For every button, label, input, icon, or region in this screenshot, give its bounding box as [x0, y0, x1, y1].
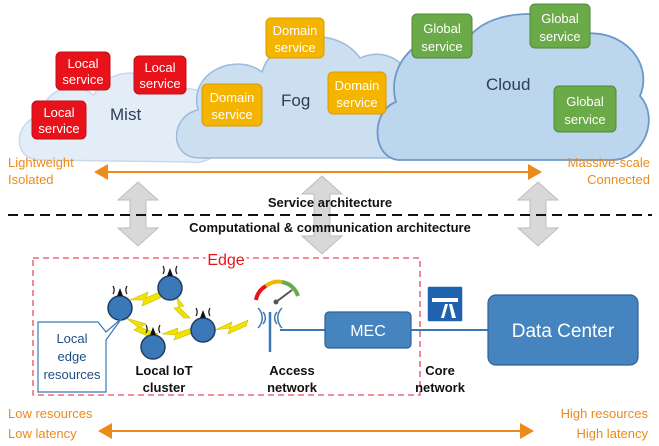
svg-text:Global: Global	[566, 94, 604, 109]
core-network-label-1: Core	[425, 363, 455, 378]
data-center-box: Data Center	[487, 294, 639, 366]
svg-text:Global: Global	[423, 21, 461, 36]
local-service-1: Local service	[55, 51, 111, 91]
mec-box: MEC	[324, 311, 412, 349]
access-network-label-1: Access	[269, 363, 315, 378]
top-right-label-2: Connected	[587, 172, 650, 187]
computational-architecture-label: Computational & communication architectu…	[189, 220, 471, 235]
svg-text:Domain: Domain	[335, 78, 380, 93]
top-right-label-1: Massive-scale	[568, 155, 650, 170]
svg-text:edge: edge	[58, 349, 87, 364]
svg-text:Local: Local	[56, 331, 87, 346]
access-network-label-2: network	[267, 380, 318, 395]
svg-text:Global: Global	[541, 11, 579, 26]
bottom-left-label-1: Low resources	[8, 406, 93, 421]
global-service-1: Global service	[411, 13, 473, 59]
iot-node-4	[140, 324, 166, 360]
svg-text:service: service	[38, 121, 79, 136]
service-architecture-label: Service architecture	[268, 195, 392, 210]
svg-text:service: service	[421, 39, 462, 54]
svg-text:service: service	[336, 95, 377, 110]
local-edge-resources-callout: Local edge resources	[37, 317, 123, 393]
svg-text:service: service	[539, 29, 580, 44]
bottom-right-label-2: High latency	[576, 426, 648, 441]
mist-label: Mist	[110, 105, 141, 124]
local-service-3: Local service	[31, 100, 87, 140]
svg-text:Local: Local	[43, 105, 74, 120]
svg-text:MEC: MEC	[350, 323, 386, 340]
svg-text:Local: Local	[144, 60, 175, 75]
fog-label: Fog	[281, 91, 310, 110]
iot-node-2	[157, 265, 183, 301]
domain-service-3: Domain service	[327, 71, 387, 115]
top-left-label-2: Isolated	[8, 172, 54, 187]
svg-text:Domain: Domain	[273, 23, 318, 38]
cloud-label: Cloud	[486, 75, 530, 94]
edge-region	[32, 257, 421, 396]
svg-text:Local: Local	[67, 56, 98, 71]
global-service-2: Global service	[529, 3, 591, 49]
svg-text:resources: resources	[43, 367, 101, 382]
svg-text:service: service	[564, 112, 605, 127]
antenna-icon	[257, 307, 283, 352]
local-iot-cluster-label-2: cluster	[143, 380, 186, 395]
motorway-icon	[426, 285, 464, 323]
edge-label: Edge	[207, 252, 244, 269]
wireless-links	[125, 289, 249, 341]
svg-text:service: service	[62, 72, 103, 87]
bottom-left-label-2: Low latency	[8, 426, 77, 441]
core-network-label-2: network	[415, 380, 466, 395]
svg-text:Domain: Domain	[210, 90, 255, 105]
global-service-3: Global service	[553, 85, 617, 133]
bottom-right-label-1: High resources	[561, 406, 649, 421]
svg-text:service: service	[211, 107, 252, 122]
svg-text:service: service	[139, 76, 180, 91]
domain-service-1: Domain service	[265, 17, 325, 59]
iot-node-1	[107, 285, 133, 321]
top-left-label-1: Lightweight	[8, 155, 74, 170]
iot-node-3	[190, 307, 216, 343]
svg-text:service: service	[274, 40, 315, 55]
domain-service-2: Domain service	[201, 83, 263, 127]
local-service-2: Local service	[133, 55, 187, 95]
gauge-icon	[254, 279, 300, 305]
svg-text:Data Center: Data Center	[512, 321, 615, 342]
local-iot-cluster-label-1: Local IoT	[135, 363, 192, 378]
